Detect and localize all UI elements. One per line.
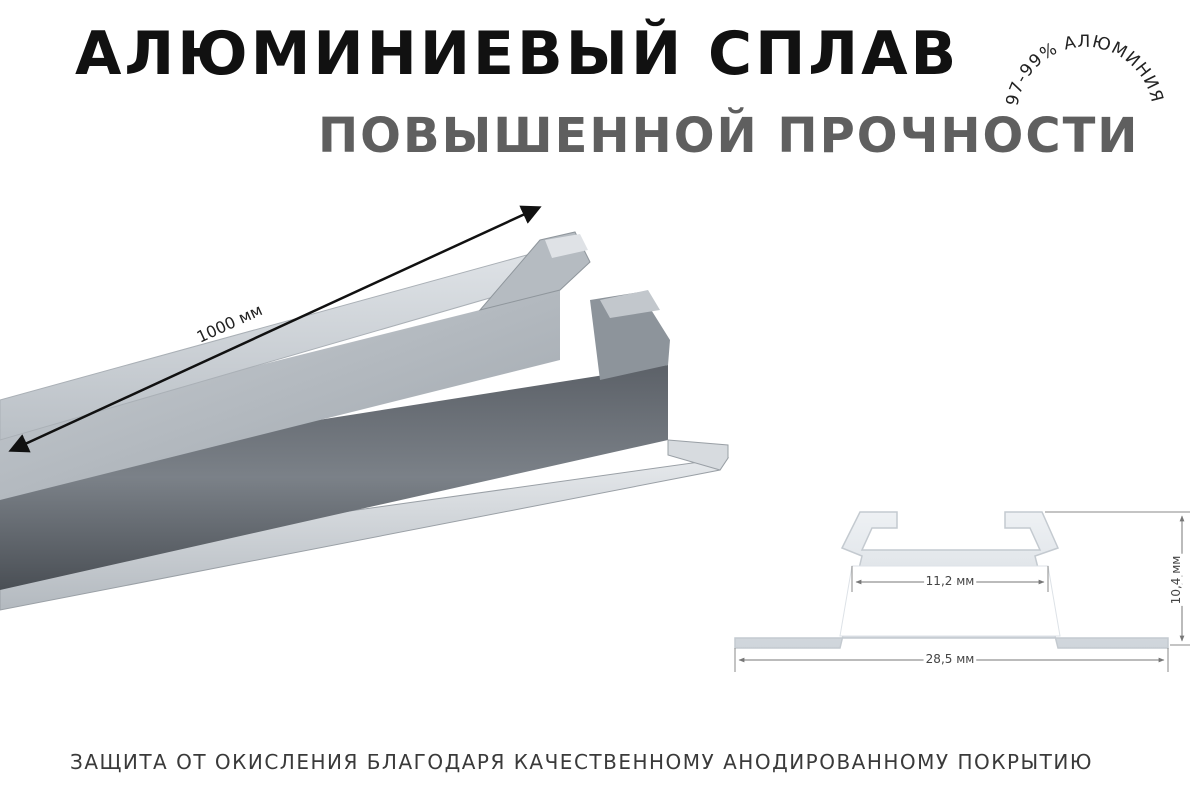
aluminum-content-badge: 97-99% АЛЮМИНИЯ xyxy=(1003,32,1167,108)
footer-caption: ЗАЩИТА ОТ ОКИСЛЕНИЯ БЛАГОДАРЯ КАЧЕСТВЕНН… xyxy=(70,750,1093,774)
length-dimension-arrow xyxy=(8,205,542,453)
height-label: 10,4 мм xyxy=(1169,556,1183,605)
page-subtitle: ПОВЫШЕННОЙ ПРОЧНОСТИ xyxy=(318,108,1140,164)
svg-text:97-99% АЛЮМИНИЯ: 97-99% АЛЮМИНИЯ xyxy=(1003,32,1167,108)
inner-width-label: 11,2 мм xyxy=(926,574,975,588)
outer-width-label: 28,5 мм xyxy=(926,652,975,666)
page-title: АЛЮМИНИЕВЫЙ СПЛАВ xyxy=(75,19,960,89)
badge-text: 97-99% АЛЮМИНИЯ xyxy=(1003,32,1166,108)
